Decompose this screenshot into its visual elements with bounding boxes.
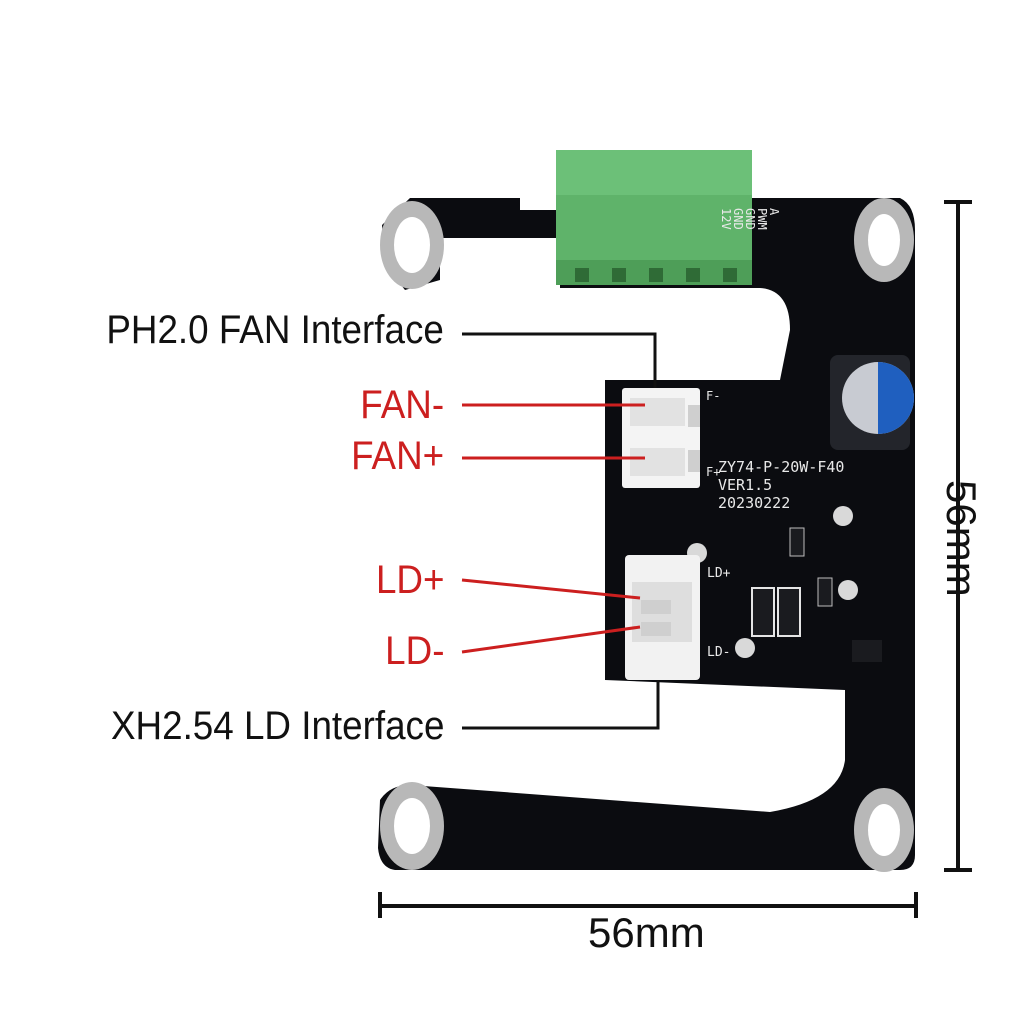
mounting-hole-bottom-right xyxy=(854,788,914,872)
mounting-hole-top-right xyxy=(854,198,914,282)
silk-ld-plus: LD+ xyxy=(707,566,731,581)
fan-connector xyxy=(622,388,700,488)
inductor xyxy=(777,587,801,637)
pad xyxy=(833,506,853,526)
leader-ld-interface xyxy=(462,680,660,730)
electrolytic-capacitor xyxy=(830,355,914,450)
callout-ld-interface: XH2.54 LD Interface xyxy=(110,704,444,748)
dimension-width-label: 56mm xyxy=(588,909,705,956)
silk-date: 20230222 xyxy=(718,494,790,512)
smd-component xyxy=(789,527,805,557)
callout-fan-interface: PH2.0 FAN Interface xyxy=(106,308,444,352)
smd-component xyxy=(817,577,833,607)
dimension-height-label: 56mm xyxy=(938,480,985,597)
dimension-vertical xyxy=(944,200,972,872)
pcb-top-arm xyxy=(430,210,570,238)
mounting-hole-bottom-left xyxy=(380,782,444,870)
inductor xyxy=(751,587,775,637)
pad xyxy=(735,638,755,658)
pad xyxy=(838,580,858,600)
leader-ld-minus xyxy=(461,625,641,654)
pin-gnd-1: GND xyxy=(743,208,757,230)
pcb-board xyxy=(378,198,915,870)
silk-ld-minus: LD- xyxy=(707,645,730,660)
silk-f-plus: F+ xyxy=(706,465,720,479)
silk-model: ZY74-P-20W-F40 xyxy=(718,458,844,476)
leader-fan-interface xyxy=(462,332,657,388)
leader-ld-plus xyxy=(461,578,641,600)
callout-fan-minus: FAN- xyxy=(360,383,444,427)
pin-gnd-2: GND xyxy=(731,208,745,230)
terminal-pin-labels: A PWM GND GND 12V xyxy=(719,208,781,230)
mounting-hole-top-left xyxy=(380,201,444,289)
pin-a: A xyxy=(767,208,781,216)
dimension-horizontal xyxy=(378,892,918,918)
pin-pwm: PWM xyxy=(755,208,769,230)
ld-connector xyxy=(625,555,700,680)
terminal-block xyxy=(556,150,752,285)
silk-f-minus: F- xyxy=(706,389,720,403)
smd-component xyxy=(852,640,882,662)
pin-12v: 12V xyxy=(719,208,733,230)
callout-fan-plus: FAN+ xyxy=(350,434,444,478)
callout-ld-minus: LD- xyxy=(384,629,444,673)
silk-version: VER1.5 xyxy=(718,476,772,494)
callout-ld-plus: LD+ xyxy=(375,558,444,602)
